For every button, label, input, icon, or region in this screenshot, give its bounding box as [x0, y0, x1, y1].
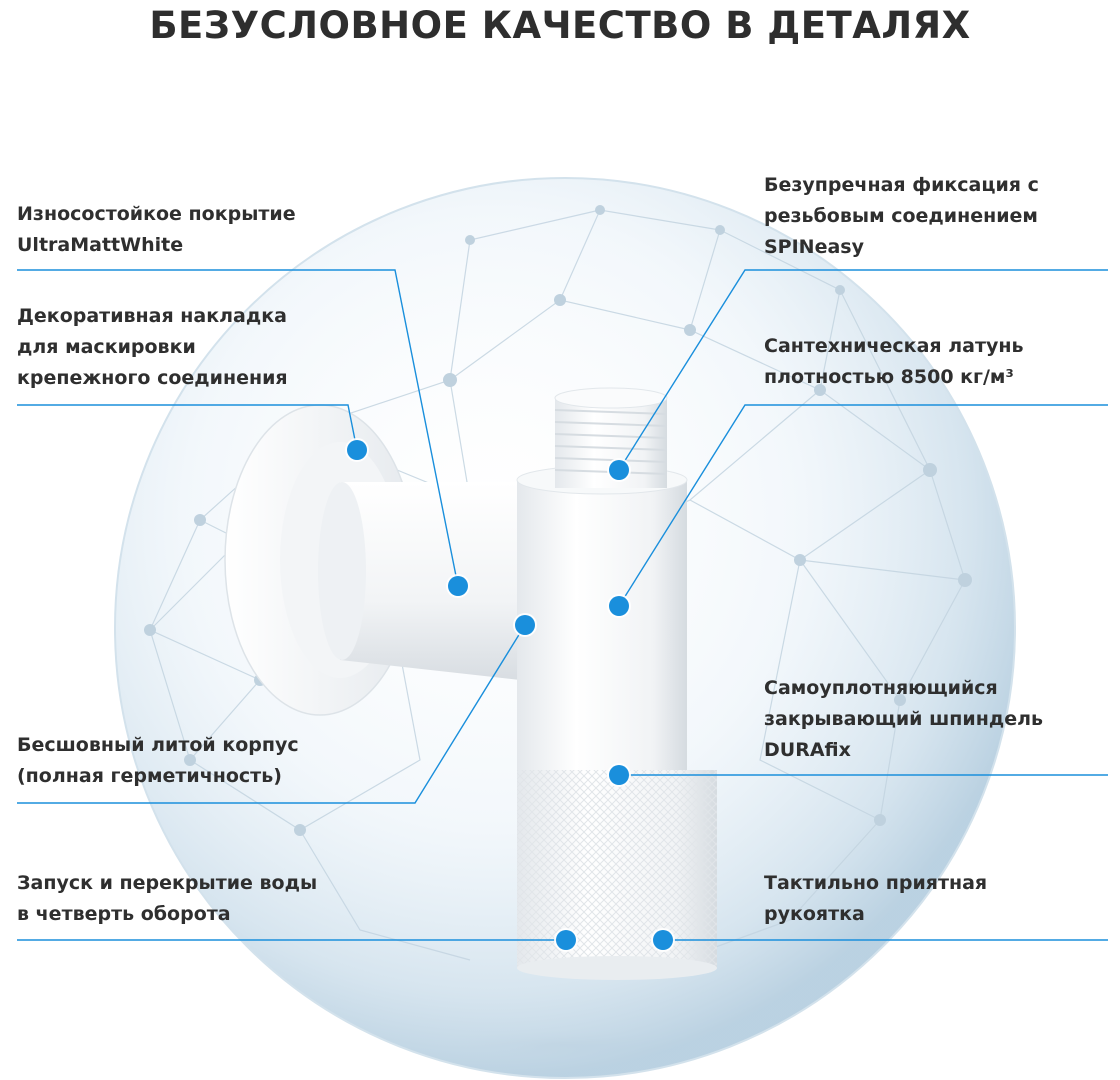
feature-brass: Сантехническая латунь плотностью 8500 кг… [764, 331, 1024, 393]
feature-brass-line-1: Сантехническая латунь [764, 335, 1024, 357]
feature-spindle-line-1: Самоуплотняющийся [764, 677, 998, 699]
feature-spindle-line-2: закрывающий шпиндель [764, 708, 1044, 730]
marker-dot-flange [347, 440, 367, 460]
leader-flange [17, 404, 358, 451]
marker-dot-handle [653, 930, 673, 950]
marker-dot-quarter-turn [556, 930, 576, 950]
marker-dot-brass [609, 596, 629, 616]
feature-handle-line-1: Тактильно приятная [764, 872, 988, 894]
feature-body: Бесшовный литой корпус (полная герметичн… [17, 730, 299, 792]
valve-body [516, 465, 688, 775]
feature-coating-line-2: UltraMattWhite [17, 234, 184, 256]
marker-dot-coating [448, 576, 468, 596]
feature-flange-line-3: крепежного соединения [17, 367, 288, 389]
feature-fixation-line-1: Безупречная фиксация с [764, 174, 1039, 196]
feature-quarter-turn: Запуск и перекрытие воды в четверть обор… [17, 868, 317, 930]
marker-dot-fixation [609, 460, 629, 480]
feature-flange-line-1: Декоративная накладка [17, 305, 287, 327]
feature-coating-line-1: Износостойкое покрытие [17, 203, 296, 225]
feature-fixation: Безупречная фиксация с резьбовым соедине… [764, 170, 1039, 263]
feature-spindle-line-3: DURAfix [764, 739, 851, 761]
feature-flange: Декоративная накладка для маскировки кре… [17, 301, 288, 394]
leader-body [17, 624, 526, 804]
feature-fixation-line-3: SPINeasy [764, 236, 864, 258]
leader-fixation [618, 269, 1108, 471]
feature-quarter-turn-line-2: в четверть оборота [17, 903, 231, 925]
feature-body-line-1: Бесшовный литой корпус [17, 734, 299, 756]
marker-dot-body [515, 615, 535, 635]
feature-handle-line-2: рукоятка [764, 903, 865, 925]
leader-lines [17, 269, 1108, 941]
leader-brass [618, 404, 1108, 607]
feature-fixation-line-2: резьбовым соединением [764, 205, 1038, 227]
feature-spindle: Самоуплотняющийся закрывающий шпиндель D… [764, 673, 1043, 766]
valve-pipe [318, 482, 520, 680]
valve-thread [554, 387, 668, 488]
valve-handle [517, 770, 717, 980]
feature-quarter-turn-line-1: Запуск и перекрытие воды [17, 872, 318, 894]
feature-coating: Износостойкое покрытие UltraMattWhite [17, 199, 296, 261]
page-title: БЕЗУСЛОВНОЕ КАЧЕСТВО В ДЕТАЛЯХ [149, 4, 971, 47]
marker-dot-spindle [609, 765, 629, 785]
feature-brass-line-2: плотностью 8500 кг/м³ [764, 366, 1014, 388]
leader-coating [17, 269, 459, 587]
feature-body-line-2: (полная герметичность) [17, 765, 282, 787]
network-nodes [144, 205, 972, 836]
feature-flange-line-2: для маскировки [17, 336, 196, 358]
feature-handle: Тактильно приятная рукоятка [764, 868, 987, 930]
